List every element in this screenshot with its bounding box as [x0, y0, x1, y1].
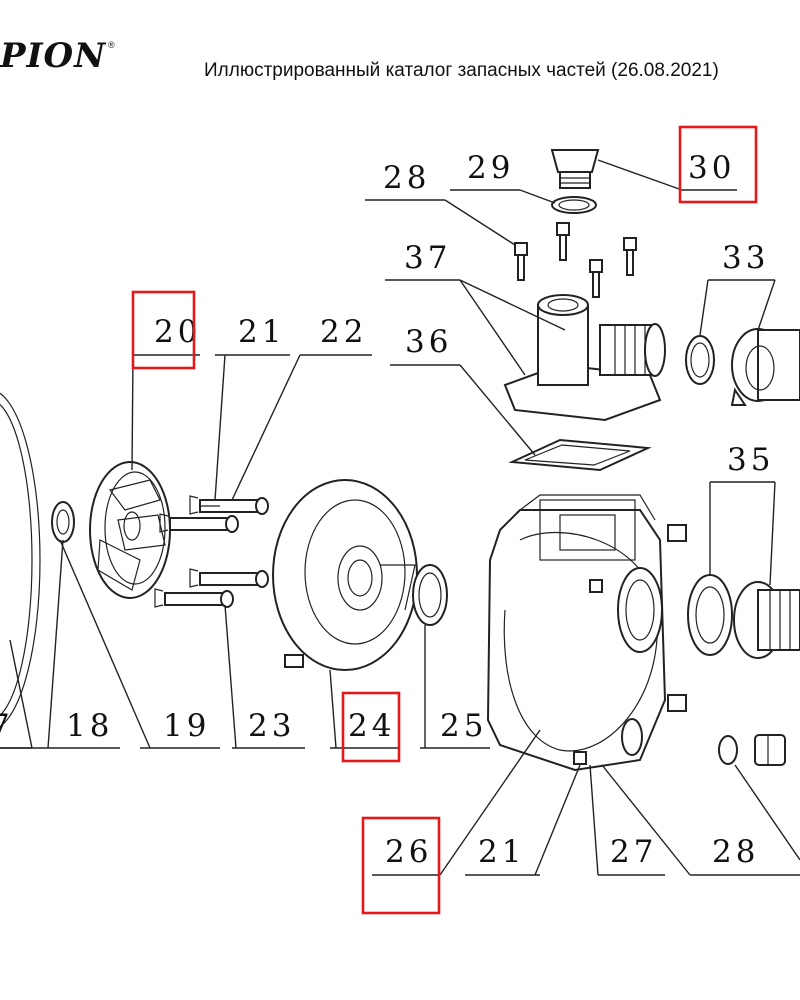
highlight-box-20 — [131, 290, 196, 370]
bolt-set-21-23 — [154, 495, 269, 608]
highlight-box-24 — [341, 691, 401, 763]
filler-washer-29 — [551, 196, 597, 214]
outlet-gasket-35 — [687, 574, 733, 656]
inlet-elbow-37 — [503, 294, 666, 422]
callout-30: 30 — [688, 150, 735, 186]
callout-21: 21 — [238, 314, 285, 350]
brand-registered-mark: ® — [108, 40, 115, 50]
callout-37: 37 — [404, 240, 451, 276]
callout-27: 27 — [610, 834, 657, 870]
impeller-20 — [89, 461, 171, 599]
highlight-boxes — [131, 125, 758, 915]
callout-labels: 7 18 19 20 21 22 23 24 25 26 21 27 28 28… — [0, 150, 774, 870]
callout-25: 25 — [440, 708, 487, 744]
callout-18: 18 — [66, 708, 113, 744]
drain-plug — [718, 734, 786, 766]
highlight-box-26 — [361, 816, 441, 915]
top-gasket-36 — [508, 438, 652, 472]
callout-35: 35 — [727, 442, 774, 478]
leader-lines — [0, 159, 800, 876]
highlight-box-30 — [678, 125, 758, 204]
page-title: Иллюстрированный каталог запасных частей… — [204, 60, 719, 81]
o-ring-25 — [412, 564, 448, 626]
callout-33: 33 — [722, 240, 769, 276]
callout-36: 36 — [405, 324, 452, 360]
volute-24 — [272, 479, 418, 671]
callout-28-bottom: 28 — [712, 834, 759, 870]
callout-19: 19 — [163, 708, 210, 744]
brand-logo: PION — [0, 36, 107, 76]
o-ring-33 — [685, 335, 715, 385]
shaft-seal-18 — [51, 501, 75, 543]
callout-21-bottom: 21 — [478, 834, 525, 870]
callout-29: 29 — [467, 150, 514, 186]
callout-23: 23 — [248, 708, 295, 744]
coupling-nut — [730, 328, 800, 406]
pump-casing-26 — [486, 494, 687, 772]
callout-22: 22 — [320, 314, 367, 350]
outlet-flange — [733, 581, 800, 659]
bolt-set-28 — [514, 222, 637, 298]
callout-17: 7 — [0, 708, 14, 744]
callout-20: 20 — [154, 314, 201, 350]
callout-24: 24 — [348, 708, 395, 744]
volute-gasket-ring — [0, 392, 41, 728]
callout-28-top: 28 — [383, 160, 430, 196]
filler-cap-30 — [550, 149, 600, 189]
callout-26: 26 — [385, 834, 432, 870]
